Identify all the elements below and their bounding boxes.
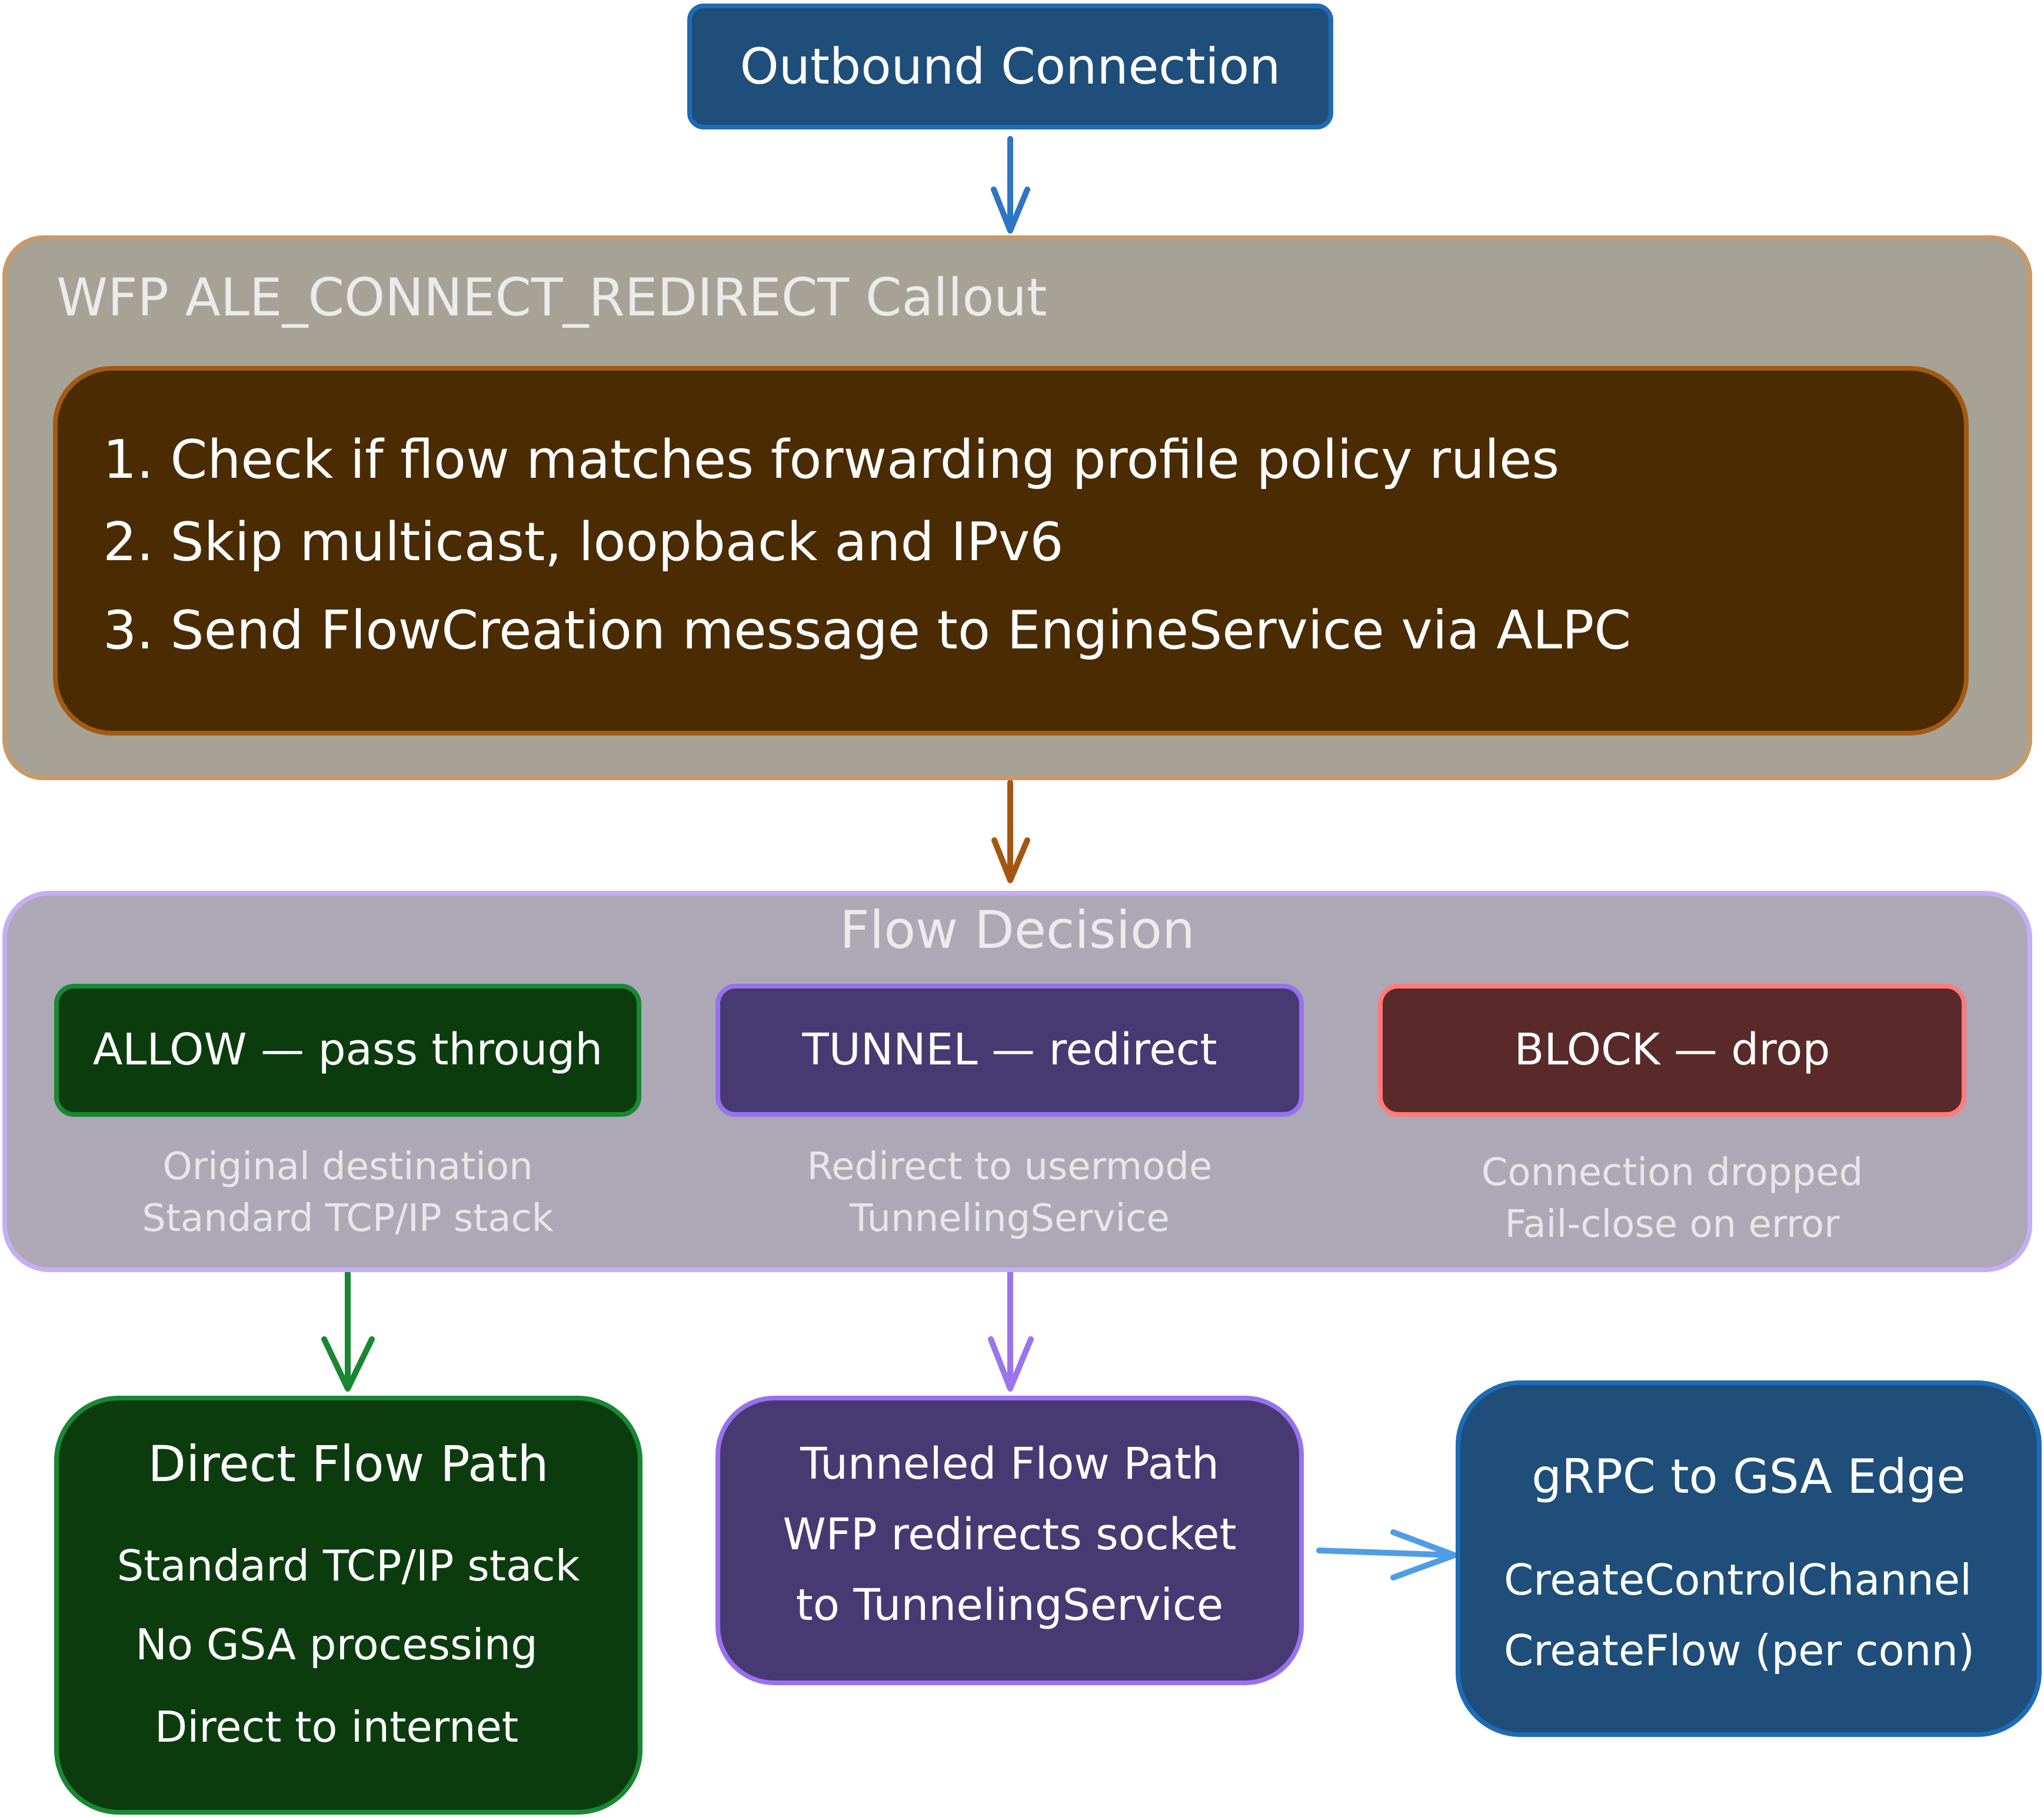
arrow-outbound-to-wfp [991,136,1030,234]
wfp-steps-box [53,366,1969,736]
outbound-connection-node [687,4,1333,129]
block-decision-label: BLOCK — drop [1514,1024,1830,1076]
wfp-step-3: 3. Send FlowCreation message to EngineSe… [103,600,1632,661]
allow-decision-node [54,984,641,1117]
block-note-line-1: Connection dropped [1481,1151,1863,1194]
allow-note-line-2: Standard TCP/IP stack [142,1196,554,1240]
direct-flow-line-3: Direct to internet [154,1702,519,1752]
block-note-line-2: Fail-close on error [1504,1202,1840,1246]
tunnel-decision-node [715,984,1304,1117]
outbound-connection-label: Outbound Connection [740,37,1281,95]
tunnel-note-line-1: Redirect to usermode [807,1145,1213,1189]
grpc-gsa-edge-node [1456,1380,2042,1737]
block-decision-note: Connection dropped Fail-close on error [1378,1147,1966,1250]
direct-flow-path-node [54,1396,643,1815]
flow-decision-title: Flow Decision [840,900,1195,960]
tunneled-flow-line-1: Tunneled Flow Path [800,1439,1219,1489]
tunnel-note-line-2: TunnelingService [850,1196,1170,1240]
tunnel-decision-label: TUNNEL — redirect [802,1024,1217,1076]
tunneled-flow-line-2: WFP redirects socket [783,1509,1237,1560]
allow-decision-note: Original destination Standard TCP/IP sta… [54,1142,641,1244]
wfp-step-2: 2. Skip multicast, loopback and IPv6 [103,511,1064,573]
arrow-decision-to-direct [321,1262,375,1392]
wfp-callout-title: WFP ALE_CONNECT_REDIRECT Callout [56,267,1047,328]
arrow-tunneled-to-grpc [1316,1529,1457,1580]
direct-flow-path-title: Direct Flow Path [148,1435,549,1493]
direct-flow-line-1: Standard TCP/IP stack [116,1541,580,1590]
arrow-decision-to-tunneled [988,1262,1034,1392]
block-decision-node [1378,984,1966,1117]
tunneled-flow-path-node [715,1396,1304,1685]
allow-note-line-1: Original destination [162,1145,533,1189]
tunneled-flow-line-3: to TunnelingService [795,1580,1224,1630]
wfp-step-1: 1. Check if flow matches forwarding prof… [103,429,1560,491]
tunnel-decision-note: Redirect to usermode TunnelingService [715,1142,1304,1244]
allow-decision-label: ALLOW — pass through [92,1024,603,1076]
arrow-wfp-to-decision [991,780,1030,883]
grpc-line-2: CreateFlow (per conn) [1504,1626,1975,1675]
direct-flow-line-2: No GSA processing [135,1620,538,1669]
grpc-gsa-edge-title: gRPC to GSA Edge [1532,1449,1966,1504]
grpc-line-1: CreateControlChannel [1504,1555,1972,1605]
